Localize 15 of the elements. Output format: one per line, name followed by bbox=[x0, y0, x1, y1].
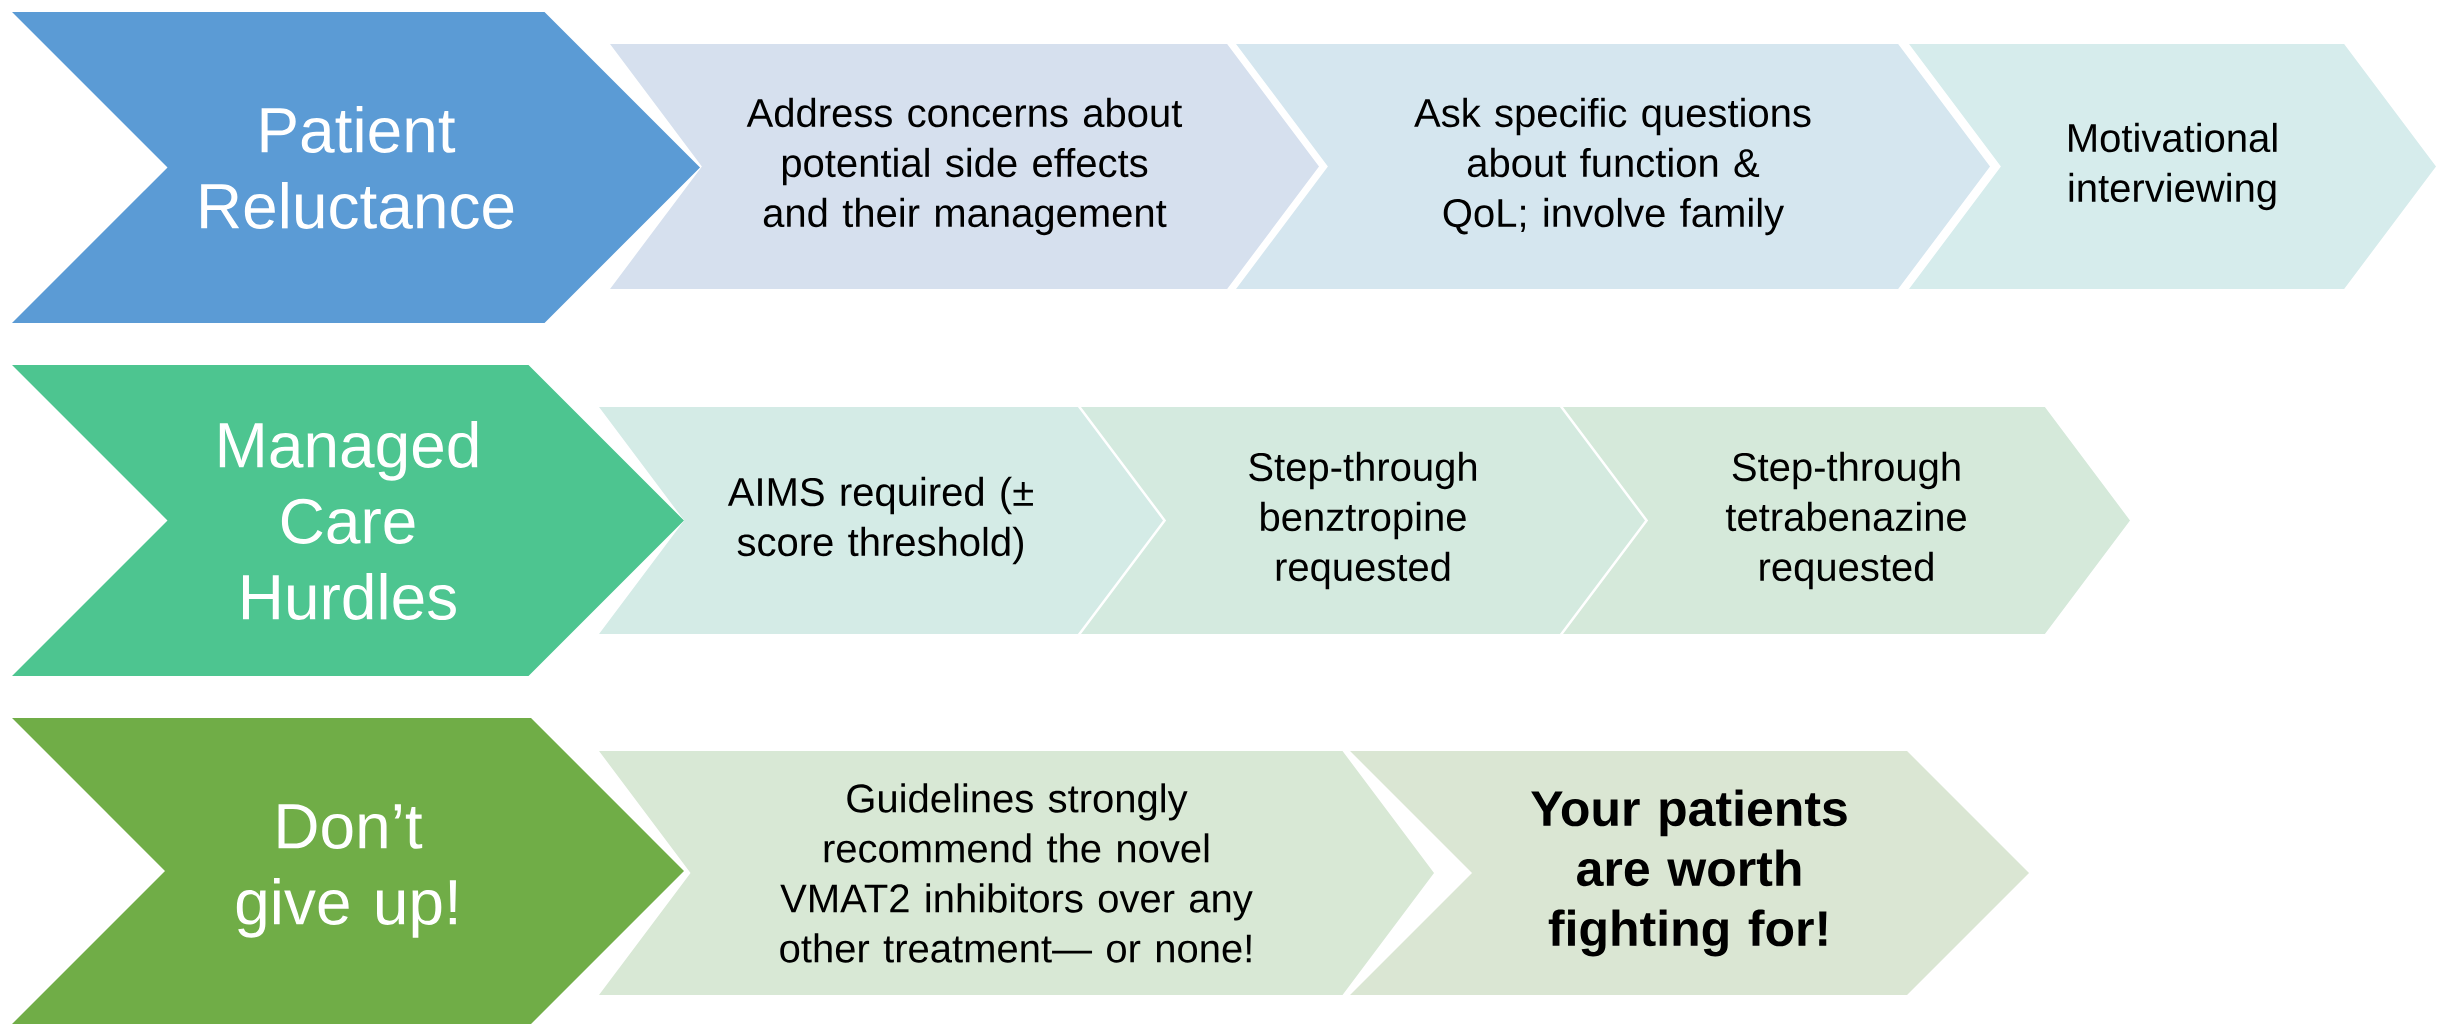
node-label: Step-through tetrabenazine requested bbox=[1725, 451, 1966, 590]
node-label: Your patients are worth fighting for! bbox=[1531, 789, 1847, 957]
chevron-step: Address concerns about potential side effects and their management bbox=[610, 44, 1319, 289]
chevron-step: Motivational interviewing bbox=[1909, 44, 2437, 289]
chevron-step: Guidelines strongly recommend the novel VMAT2 inhibitors over any other treatment— or none! bbox=[599, 751, 1434, 995]
node-label: Guidelines strongly recommend the novel VMAT2 inhibitors over any other treatment— or none! bbox=[780, 783, 1253, 963]
node-label: Step-through benztropine requested bbox=[1249, 451, 1477, 590]
chevron-heading: Patient Reluctance bbox=[12, 12, 700, 323]
chevron-step: AIMS required (± score threshold) bbox=[599, 407, 1163, 634]
chevron-step: Step-through benztropine requested bbox=[1081, 407, 1645, 634]
chevron-step: Ask specific questions about function & QoL; involve family bbox=[1236, 44, 1990, 289]
chevron-step: Your patients are worth fighting for! bbox=[1350, 751, 2029, 995]
chevron-heading: Managed Care Hurdles bbox=[12, 365, 684, 676]
chevron-step: Step-through tetrabenazine requested bbox=[1563, 407, 2131, 634]
chevron-heading: Don’t give up! bbox=[12, 718, 684, 1024]
